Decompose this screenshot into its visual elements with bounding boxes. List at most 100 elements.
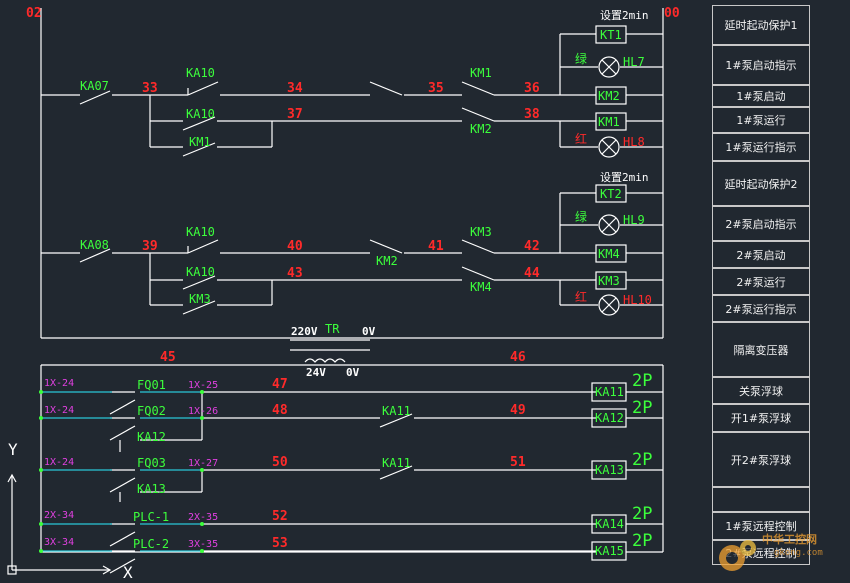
node-label: 41 (428, 239, 444, 254)
node-label: 48 (272, 403, 288, 418)
lamp-icon (598, 136, 620, 158)
terminal-label: 3X-35 (188, 539, 218, 550)
terminal-label: 1X-26 (188, 406, 218, 417)
sidebar-cell: 关泵浮球 (712, 377, 810, 404)
terminal-label: 1X-27 (188, 458, 218, 469)
pole-label: 2P (632, 531, 652, 551)
transformer-voltage: 24V (306, 366, 326, 379)
terminal-label: 2X-35 (188, 512, 218, 523)
node-label: 34 (287, 81, 303, 96)
timer-note: 设置2min (600, 171, 649, 184)
coil-box (591, 408, 627, 428)
transformer-voltage: 220V (291, 325, 318, 338)
pole-label: 2P (632, 371, 652, 391)
device-label: FQ02 (137, 404, 166, 418)
node-label: 44 (524, 266, 540, 281)
coil-label: KA13 (595, 463, 624, 477)
gear-icon (719, 540, 756, 571)
node-label: 43 (287, 266, 303, 281)
device-label: FQ01 (137, 378, 166, 392)
sidebar-cell: 隔离变压器 (712, 322, 810, 377)
coil-label: KA15 (595, 544, 624, 558)
lamp-icon (598, 214, 620, 236)
watermark-text: 中华工控网 (762, 532, 817, 546)
node-label: 53 (272, 536, 288, 551)
node-label: 52 (272, 509, 288, 524)
coil-box (595, 244, 627, 263)
coil-box (595, 112, 627, 131)
terminal-label: 1X-24 (44, 405, 74, 416)
node-label: 50 (272, 455, 288, 470)
sidebar-cell: 1#泵启动指示 (712, 45, 810, 85)
axis-x-label: X (123, 563, 133, 582)
coil-box (595, 86, 627, 105)
lamp-color-label: 绿 (575, 209, 587, 224)
lamp-label: HL8 (623, 135, 645, 149)
coil-label: KM2 (598, 89, 620, 103)
contact-label: KM2 (470, 122, 492, 136)
lamp-label: HL9 (623, 213, 645, 227)
lamp-icon (598, 56, 620, 78)
coil-box (591, 460, 627, 480)
terminal-label: 3X-34 (44, 537, 74, 548)
coil-label: KM3 (598, 274, 620, 288)
axis-y-label: Y (8, 440, 18, 459)
sidebar-cell: 1#泵远程控制 (712, 512, 810, 540)
contact-label: KM1 (470, 66, 492, 80)
contact-label: KA12 (137, 430, 166, 444)
lamp-color-label: 绿 (575, 51, 587, 66)
coil-box (591, 382, 627, 402)
node-label: 39 (142, 239, 158, 254)
lamp-color-label: 红 (575, 289, 587, 304)
sidebar-cell (712, 487, 810, 512)
timer-note: 设置2min (600, 9, 649, 22)
terminal-label: 2X-34 (44, 510, 74, 521)
lamp-color-label: 红 (575, 131, 587, 146)
coil-box (591, 514, 627, 534)
sidebar-cell: 1#泵运行指示 (712, 133, 810, 161)
coil-label: KA11 (595, 385, 624, 399)
coil-box (595, 25, 627, 44)
sidebar-cell: 开1#泵浮球 (712, 404, 810, 432)
node-label: 45 (160, 350, 176, 365)
contact-label: KA10 (186, 66, 215, 80)
coil-label: KM1 (598, 115, 620, 129)
coil-box (595, 184, 627, 203)
node-label: 49 (510, 403, 526, 418)
pole-label: 2P (632, 504, 652, 524)
sidebar-cell: 2#泵运行 (712, 268, 810, 295)
sidebar-cell: 2#泵启动指示 (712, 206, 810, 241)
sidebar-cell: 1#泵运行 (712, 107, 810, 133)
sidebar-cell: 1#泵启动 (712, 85, 810, 107)
device-label: PLC-1 (133, 510, 169, 524)
node-label: 47 (272, 377, 288, 392)
terminal-label: 1X-24 (44, 457, 74, 468)
coil-label: KM4 (598, 247, 620, 261)
corner-label-left: 02 (26, 6, 42, 21)
contact-label: KM3 (470, 225, 492, 239)
coil-label: KT1 (600, 28, 622, 42)
sidebar-cell: 延时起动保护2 (712, 161, 810, 206)
device-label: PLC-2 (133, 537, 169, 551)
contact-label: KA08 (80, 238, 109, 252)
coil-label: KA14 (595, 517, 624, 531)
node-label: 35 (428, 81, 444, 96)
device-label: FQ03 (137, 456, 166, 470)
pole-label: 2P (632, 450, 652, 470)
terminal-label: 1X-25 (188, 380, 218, 391)
contact-label: KM1 (189, 135, 211, 149)
lamp-label: HL7 (623, 55, 645, 69)
contact-label: KM4 (470, 280, 492, 294)
coil-label: KA12 (595, 411, 624, 425)
node-label: 38 (524, 107, 540, 122)
sidebar-cell: 2#泵运行指示 (712, 295, 810, 322)
node-label: 51 (510, 455, 526, 470)
sidebar-cell: 延时起动保护1 (712, 5, 810, 45)
sidebar-cell: 开2#泵浮球 (712, 432, 810, 487)
node-label: 37 (287, 107, 303, 122)
contact-label: KA11 (382, 456, 411, 470)
coil-box (595, 271, 627, 290)
transformer-voltage: 0V (362, 325, 376, 338)
